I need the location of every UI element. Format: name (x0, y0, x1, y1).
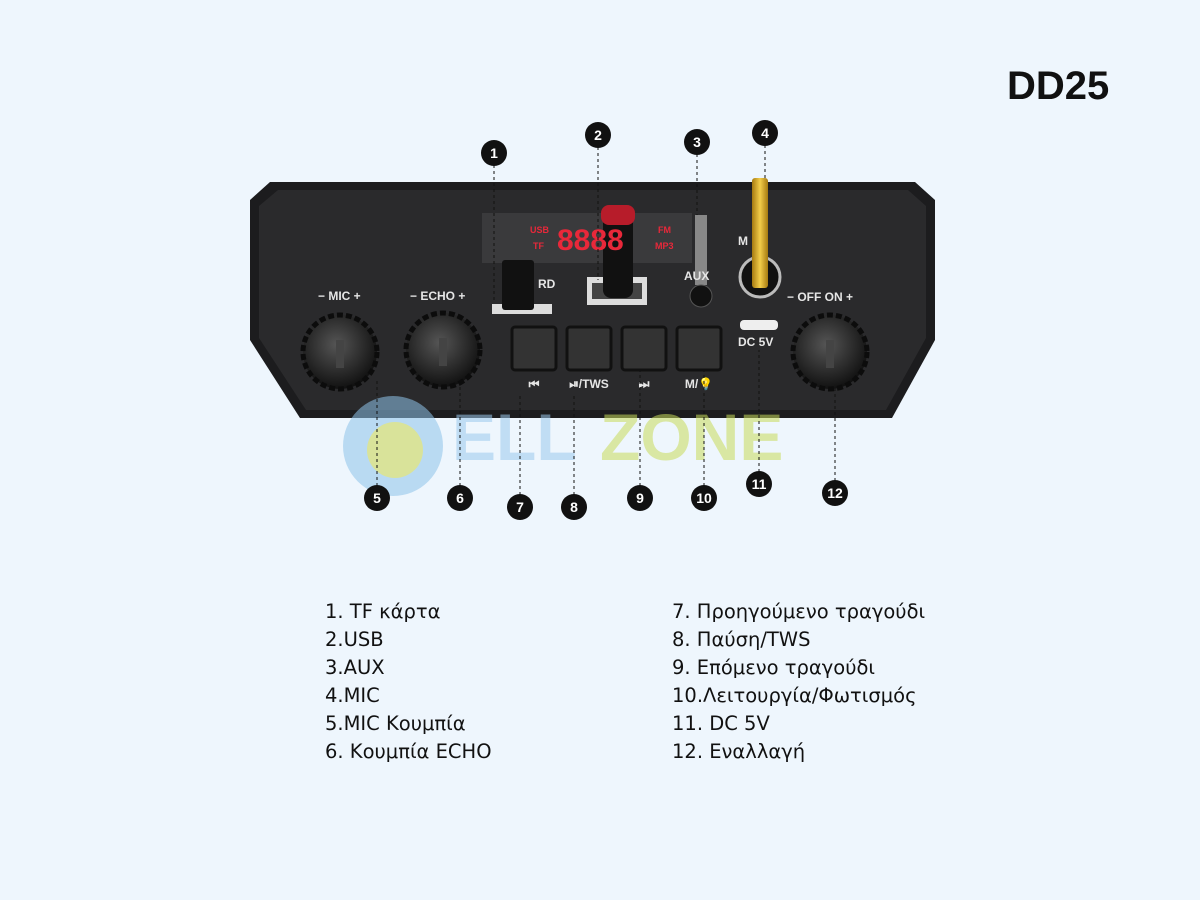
callout-badge (561, 494, 587, 520)
legend-item: 11. DC 5V (672, 712, 770, 735)
usb-drive-icon (603, 208, 633, 298)
callout-number: 7 (516, 499, 524, 515)
callout-badge (691, 485, 717, 511)
usb-drive-cap-icon (601, 205, 635, 225)
next-icon: ⏭ (639, 377, 650, 391)
legend-item: 5.MIC Κουμπία (325, 712, 466, 735)
legend-item: 12. Εναλλαγή (672, 740, 806, 763)
display-usb: USB (530, 225, 550, 235)
legend-item: 9. Επόμενο τραγούδι (672, 656, 876, 679)
display-mp3: MP3 (655, 241, 674, 251)
callout-badge (684, 129, 710, 155)
callout-badge (822, 480, 848, 506)
legend-item: 6. Κουμπία ECHO (325, 740, 492, 763)
display-fm: FM (658, 225, 671, 235)
svg-text:ELL: ELL (452, 400, 577, 474)
callout-number: 12 (827, 485, 843, 501)
display (482, 213, 692, 263)
tf-card-icon (502, 260, 534, 310)
callout-badge (585, 122, 611, 148)
dc-label: DC 5V (738, 335, 773, 349)
play-tws-button[interactable] (565, 325, 613, 372)
legend-item: 1. TF κάρτα (325, 600, 441, 623)
legend-item: 3.AUX (325, 656, 385, 679)
next-button[interactable] (620, 325, 668, 372)
callout-badge (746, 471, 772, 497)
aux-jack[interactable] (689, 284, 713, 308)
mic-knob[interactable] (300, 312, 380, 392)
aux-label: AUX (684, 269, 709, 283)
callout-number: 11 (752, 476, 767, 492)
legend-item: 4.MIC (325, 684, 380, 707)
callout-number: 6 (456, 490, 464, 506)
display-digits: 8888 (557, 224, 624, 257)
callout-badge (627, 485, 653, 511)
callout-badge (507, 494, 533, 520)
svg-text:ZONE: ZONE (600, 400, 783, 474)
callout-number: 9 (636, 490, 644, 506)
legend-right: 7. Προηγούμενο τραγούδι 8. Παύση/TWS 9. … (672, 598, 925, 766)
callout-number: 5 (373, 490, 381, 506)
callout-number: 2 (594, 127, 602, 143)
mode-button[interactable] (675, 325, 723, 372)
legend-item: 10.Λειτουργία/Φωτισμός (672, 684, 917, 707)
knob-mic-label: − MIC + (318, 289, 361, 303)
legend-item: 7. Προηγούμενο τραγούδι (672, 600, 926, 623)
aux-plug-icon (695, 215, 707, 285)
previous-icon: ⏮ (529, 377, 540, 391)
legend-item: 2.USB (325, 628, 384, 651)
mic-plug-icon (752, 178, 768, 288)
callout-badge (364, 485, 390, 511)
callout-number: 4 (761, 125, 769, 141)
tf-label: RD (538, 277, 556, 291)
dc-port[interactable] (740, 320, 778, 330)
knob-power-label: − OFF ON + (787, 290, 853, 304)
model-title: DD25 (1007, 64, 1110, 108)
watermark-logo: ELL ZONE (343, 396, 783, 496)
mode-light-icon: M/💡 (685, 377, 713, 391)
play-pause-icon: ⏯/TWS (569, 377, 609, 391)
leader-lines (376, 133, 836, 507)
legend-left: 1. TF κάρτα 2.USB 3.AUX 4.MIC 5.MIC Κουμ… (325, 598, 492, 766)
power-knob[interactable] (790, 312, 870, 392)
callout-number: 3 (693, 134, 701, 150)
prev-button[interactable] (510, 325, 558, 372)
callout-badge (481, 140, 507, 166)
callout-number: 1 (490, 145, 498, 161)
callout-badge (752, 120, 778, 146)
callout-number: 10 (696, 490, 712, 506)
callout-badge (447, 485, 473, 511)
display-tf: TF (533, 241, 544, 251)
callout-number: 8 (570, 499, 578, 515)
mic-label: M (738, 234, 748, 248)
legend-item: 8. Παύση/TWS (672, 628, 811, 651)
knob-echo-label: − ECHO + (410, 289, 465, 303)
echo-knob[interactable] (403, 310, 483, 390)
